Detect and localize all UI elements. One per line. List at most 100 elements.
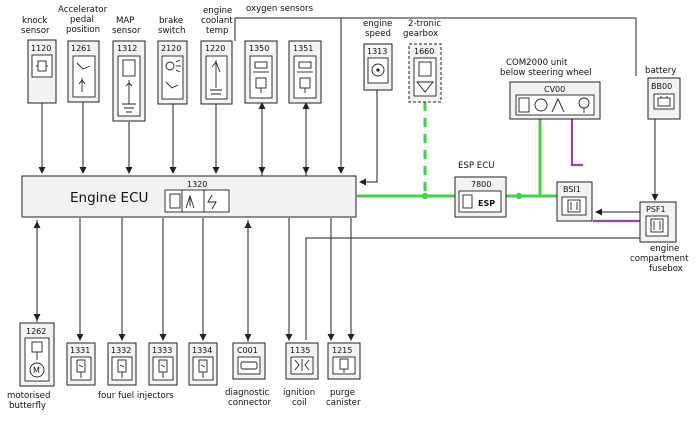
knock-icon [36,60,48,72]
battery-code: BB00 [651,82,672,91]
inj1-code: 1331 [70,346,90,355]
engine-ecu-title: Engine ECU [70,190,148,206]
gearbox-label-2: gearbox [403,29,438,39]
esp-ecu[interactable]: ESP ECU 7800 ESP [454,161,507,218]
com2000-label-1: COM2000 unit [506,58,568,68]
brake-switch[interactable]: brake switch 2120 [157,16,188,105]
map-code: 1312 [117,44,137,53]
purge-label-1: purge [330,388,355,398]
engine-ecu[interactable]: Engine ECU 1320 [21,175,357,218]
butterfly-label-2: butterfly [9,401,46,411]
oxygen-sensors-label: oxygen sensors [246,4,314,14]
signal-wires [33,17,659,342]
bsi-unit[interactable]: BSI1 [556,181,593,222]
butterfly-label-1: motorised [7,391,50,401]
psf-label-2: compartment [630,254,689,264]
brake-label-2: switch [158,26,185,36]
coolant-label-3: temp [206,26,228,36]
psf-code: PSF1 [646,205,666,214]
fuse-icon [567,199,581,213]
speed-label-1: engine [363,19,392,29]
ignition-label-1: ignition [283,388,315,398]
ecu-icons [169,190,217,212]
com2000-code: CV00 [544,85,565,94]
accel-label-1: Accelerator [58,5,108,15]
speed-label-2: speed [365,29,391,39]
coolant-label-1: engine [203,6,232,16]
battery-label: battery [645,66,676,76]
oxygen-sensor-1[interactable]: 1350 [244,40,278,104]
accel-code: 1261 [71,44,91,53]
butterfly-code: 1262 [26,327,46,336]
speed-code: 1313 [367,47,387,56]
fuse-icon [650,218,664,233]
knock-code: 1120 [31,44,51,53]
coil-icon [294,359,310,371]
purge-canister[interactable]: 1215 purge canister [326,342,361,408]
esp-tag: ESP [478,199,495,208]
connector-icon [240,361,258,370]
ignition-label-2: coil [292,398,307,408]
accel-label-3: position [66,25,100,35]
gearbox-icon [416,61,434,93]
inj2-code: 1332 [111,346,131,355]
engine-compartment-fusebox[interactable]: PSF1 engine compartment fusebox [630,201,689,274]
oxy2-code: 1351 [293,44,313,53]
injector-2[interactable]: 1332 [107,342,137,386]
knock-sensor[interactable]: knock sensor 1120 [21,16,57,104]
gearbox-label-1: 2-tronic [408,19,441,29]
thermometer-icon [210,60,222,95]
motorised-butterfly[interactable]: 1262 M motorised butterfly [7,322,55,411]
battery-icon [657,96,671,107]
oxygen-probe-icon [297,61,313,93]
esp-code: 7800 [471,180,491,189]
com2000-icons [518,97,590,113]
bsi-code: BSI1 [563,185,581,194]
speed-sensor-icon [371,63,385,77]
injectors-label: four fuel injectors [98,391,174,401]
accel-label-2: pedal [70,15,94,25]
coolant-label-2: coolant [201,16,233,26]
accelerator-sensor[interactable]: Accelerator pedal position 1261 [58,5,108,103]
knock-label-1: knock [22,16,47,26]
knock-label-2: sensor [21,26,50,36]
ignition-coil[interactable]: 1135 ignition coil [283,342,319,408]
coolant-code: 1220 [205,44,225,53]
injector-icon [198,359,208,378]
purge-code: 1215 [332,346,352,355]
diag-label-1: diagnostic [225,388,270,398]
valve-icon [339,358,349,373]
injector-icon [117,359,127,378]
com2000-unit[interactable]: COM2000 unit below steering wheel CV00 [500,58,601,120]
oxy1-code: 1350 [249,44,269,53]
pedal-icon [76,62,91,92]
diagnostic-connector[interactable]: C001 diagnostic connector [225,342,272,408]
engine-speed-sensor[interactable]: engine speed 1313 [363,19,393,91]
brake-label-1: brake [159,16,183,26]
injector-4[interactable]: 1334 [188,342,218,386]
battery[interactable]: battery BB00 [645,66,681,120]
injector-icon [158,359,168,378]
gearbox[interactable]: 2-tronic gearbox 1660 [403,19,442,103]
can-bus-lines [357,102,557,200]
map-label-1: MAP [116,16,134,26]
brake-lamp-icon [165,59,181,89]
inj3-code: 1333 [152,346,172,355]
map-label-2: sensor [112,26,141,36]
engine-ecu-code: 1320 [187,180,207,189]
brake-code: 2120 [161,44,181,53]
ignition-code: 1135 [290,346,310,355]
injector-3[interactable]: 1333 [148,342,178,386]
diag-label-2: connector [228,398,272,408]
injector-1[interactable]: 1331 [66,342,96,386]
inj4-code: 1334 [192,346,212,355]
map-sensor[interactable]: MAP sensor 1312 [112,16,146,122]
com2000-label-2: below steering wheel [500,68,592,78]
diag-code: C001 [237,346,258,355]
coolant-temp-sensor[interactable]: engine coolant temp 1220 [200,6,233,105]
oxygen-probe-icon [253,61,269,93]
oxygen-sensor-2[interactable]: 1351 [288,40,322,104]
psf-label-1: engine [650,244,679,254]
psf-label-3: fusebox [649,264,683,274]
